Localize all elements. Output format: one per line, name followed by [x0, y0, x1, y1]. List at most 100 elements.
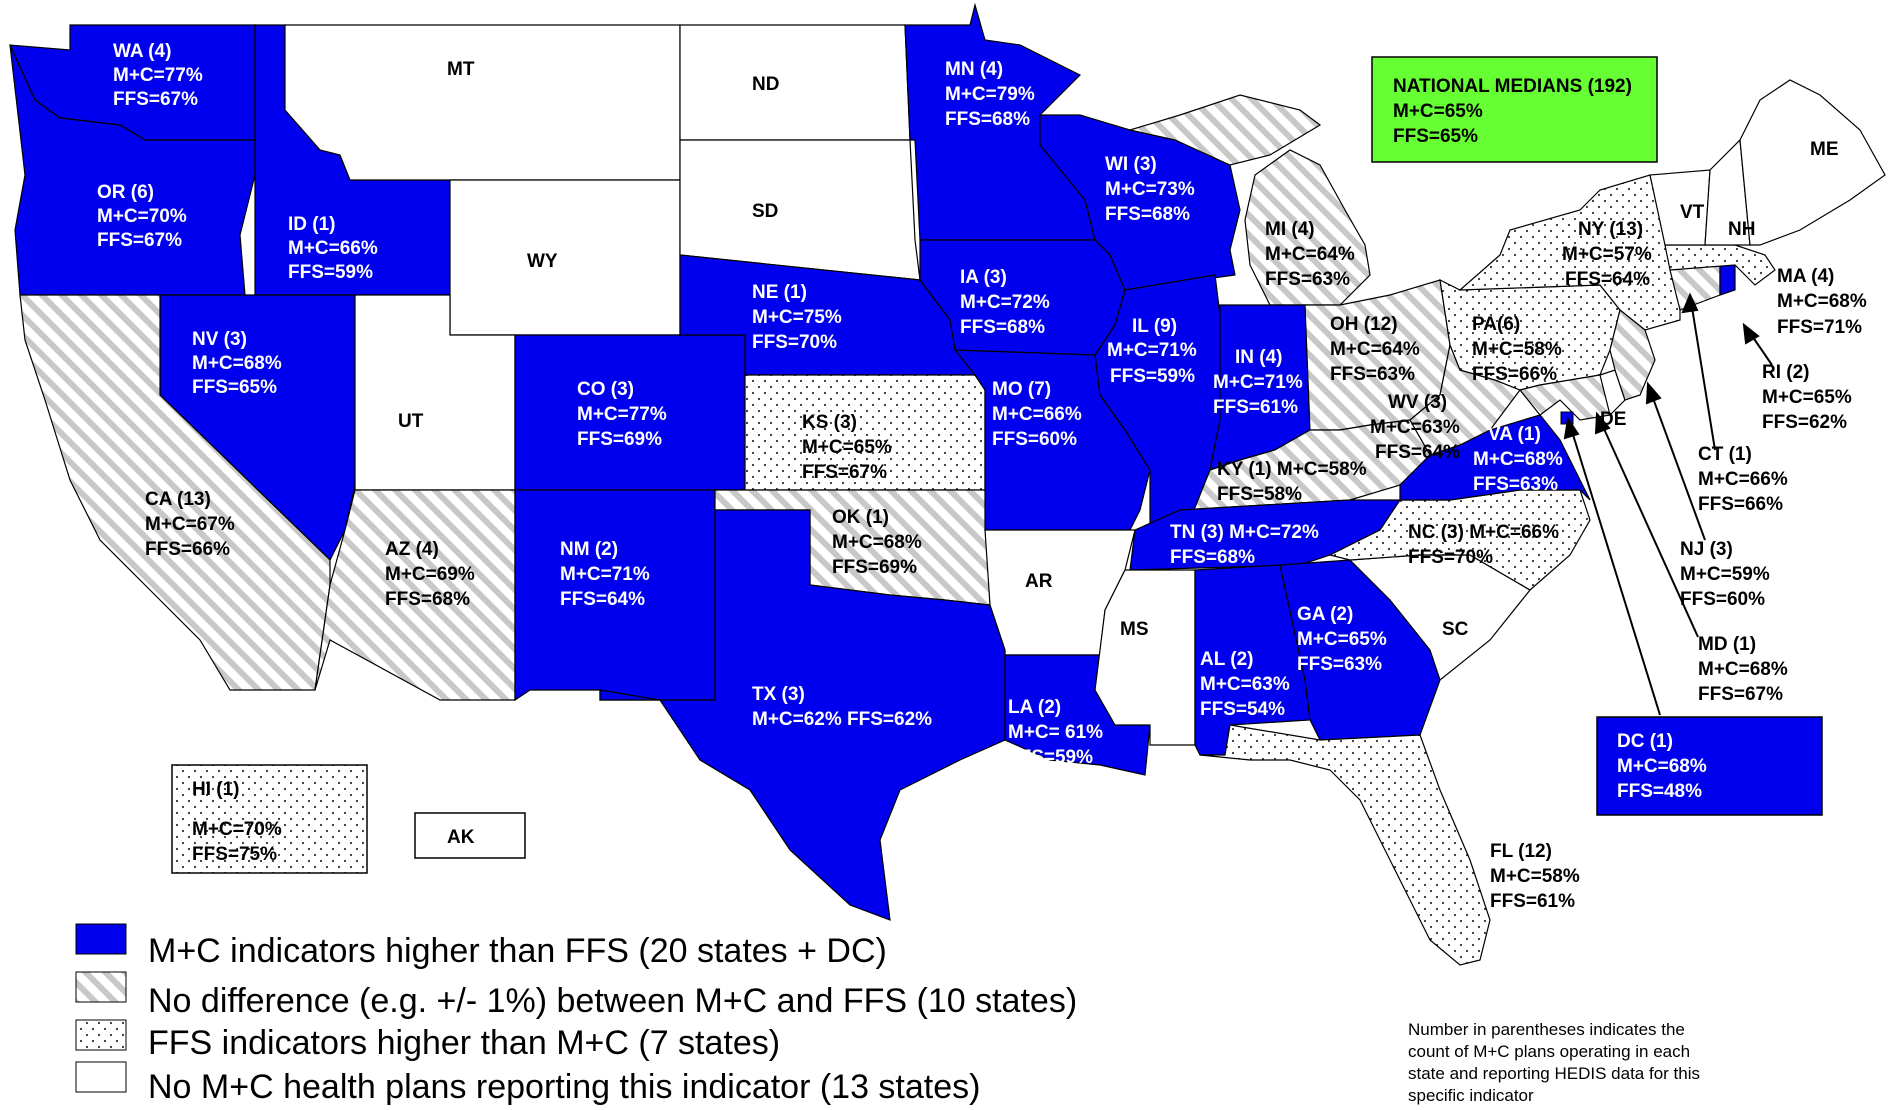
legend-higher-ffs: FFS indicators higher than M+C (7 states…	[148, 1024, 780, 1062]
label-GA-ffs: FFS=63%	[1297, 654, 1382, 675]
national-title: NATIONAL MEDIANS (192)	[1393, 76, 1632, 97]
national-medians-box: NATIONAL MEDIANS (192) M+C=65% FFS=65%	[1371, 56, 1658, 163]
label-NC-name: NC (3) M+C=66%	[1408, 522, 1559, 543]
label-KS-mc: M+C=65%	[802, 437, 892, 458]
legend-swatch-higher-ffs	[75, 1019, 127, 1051]
label-PA-ffs: FFS=66%	[1472, 364, 1557, 385]
label-CO-mc: M+C=77%	[577, 404, 667, 425]
label-IN-name: IN (4)	[1235, 347, 1283, 368]
label-AL-ffs: FFS=54%	[1200, 699, 1285, 720]
dc-box: DC (1) M+C=68% FFS=48%	[1596, 716, 1823, 816]
state-TX	[599, 509, 1006, 921]
label-MO-name: MO (7)	[992, 379, 1051, 400]
label-WY: WY	[527, 251, 558, 272]
label-KS-name: KS (3)	[802, 412, 857, 433]
state-ME	[1739, 79, 1886, 246]
label-NM-mc: M+C=71%	[560, 564, 650, 585]
dc-name: DC (1)	[1617, 731, 1673, 752]
label-MA-name: MA (4)	[1777, 266, 1834, 287]
state-MI	[1244, 149, 1371, 306]
label-MT: MT	[447, 59, 475, 80]
label-KS-ffs: FFS=67%	[802, 462, 887, 483]
label-SC: SC	[1442, 619, 1469, 640]
label-AR: AR	[1025, 571, 1053, 592]
state-MT	[284, 24, 681, 181]
state-labels: WA (4) M+C=77% FFS=67% OR (6) M+C=70% FF…	[97, 41, 1867, 912]
state-CA	[19, 294, 331, 691]
label-FL-ffs: FFS=61%	[1490, 891, 1575, 912]
label-TX-line: M+C=62% FFS=62%	[752, 709, 932, 730]
label-IL-ffs: FFS=59%	[1110, 366, 1195, 387]
label-ID-name: ID (1)	[288, 214, 336, 235]
label-NJ-ffs: FFS=60%	[1680, 589, 1765, 610]
legend: M+C indicators higher than FFS (20 state…	[75, 923, 1077, 1106]
legend-no-plans: No M+C health plans reporting this indic…	[148, 1068, 980, 1106]
national-mc: M+C=65%	[1393, 101, 1483, 122]
state-NJ	[1609, 308, 1656, 401]
label-NV-mc: M+C=68%	[192, 353, 282, 374]
label-OK-mc: M+C=68%	[832, 532, 922, 553]
label-AZ-ffs: FFS=68%	[385, 589, 470, 610]
label-WV-name: WV (3)	[1388, 392, 1447, 413]
label-MI-ffs: FFS=63%	[1265, 269, 1350, 290]
dc-ffs: FFS=48%	[1617, 781, 1702, 802]
leader-arrows	[1563, 292, 1773, 716]
label-OK-name: OK (1)	[832, 507, 889, 528]
label-NM-name: NM (2)	[560, 539, 618, 560]
label-IA-ffs: FFS=68%	[960, 317, 1045, 338]
label-RI-ffs: FFS=62%	[1762, 412, 1847, 433]
state-RI	[1719, 264, 1736, 296]
label-MS: MS	[1120, 619, 1149, 640]
label-NH: NH	[1728, 219, 1755, 240]
label-MI-mc: M+C=64%	[1265, 244, 1355, 265]
label-WA-name: WA (4)	[113, 41, 171, 62]
label-CT-name: CT (1)	[1698, 444, 1752, 465]
label-OK-ffs: FFS=69%	[832, 557, 917, 578]
label-NC-ffs: FFS=70%	[1408, 547, 1493, 568]
label-RI-name: RI (2)	[1762, 362, 1810, 383]
label-NJ-mc: M+C=59%	[1680, 564, 1770, 585]
label-NE-ffs: FFS=70%	[752, 332, 837, 353]
label-OH-mc: M+C=64%	[1330, 339, 1420, 360]
label-OR-name: OR (6)	[97, 182, 154, 203]
label-MA-ffs: FFS=71%	[1777, 317, 1862, 338]
label-KY-name: KY (1) M+C=58%	[1217, 459, 1367, 480]
label-GA-name: GA (2)	[1297, 604, 1353, 625]
label-NV-name: NV (3)	[192, 329, 247, 350]
label-MI-name: MI (4)	[1265, 219, 1315, 240]
label-NY-name: NY (13)	[1578, 219, 1643, 240]
label-AL-name: AL (2)	[1200, 649, 1253, 670]
label-OR-ffs: FFS=67%	[97, 230, 182, 251]
label-UT: UT	[398, 411, 424, 432]
label-ID-mc: M+C=66%	[288, 238, 378, 259]
label-WI-ffs: FFS=68%	[1105, 204, 1190, 225]
legend-higher-mc: M+C indicators higher than FFS (20 state…	[148, 932, 887, 970]
label-ME: ME	[1810, 139, 1839, 160]
label-OR-mc: M+C=70%	[97, 206, 187, 227]
label-SD: SD	[752, 201, 778, 222]
legend-swatch-no-difference	[75, 971, 127, 1003]
label-AZ-name: AZ (4)	[385, 539, 439, 560]
label-GA-mc: M+C=65%	[1297, 629, 1387, 650]
label-WA-mc: M+C=77%	[113, 65, 203, 86]
state-SD	[679, 139, 921, 281]
label-NM-ffs: FFS=64%	[560, 589, 645, 610]
label-LA-name: LA (2)	[1008, 697, 1061, 718]
label-MN-name: MN (4)	[945, 59, 1003, 80]
footnote-line-2: count of M+C plans operating in each	[1408, 1042, 1690, 1061]
label-WV-ffs: FFS=64%	[1375, 442, 1460, 463]
label-LA-mc: M+C= 61%	[1008, 722, 1103, 743]
legend-no-difference: No difference (e.g. +/- 1%) between M+C …	[148, 982, 1077, 1020]
label-CO-name: CO (3)	[577, 379, 634, 400]
hi-ffs: FFS=75%	[192, 844, 277, 865]
label-CO-ffs: FFS=69%	[577, 429, 662, 450]
label-ND: ND	[752, 74, 779, 95]
ak-box: AK	[414, 812, 526, 859]
footnote-line-3: state and reporting HEDIS data for this	[1408, 1064, 1700, 1083]
label-NE-mc: M+C=75%	[752, 307, 842, 328]
label-AZ-mc: M+C=69%	[385, 564, 475, 585]
label-CA-mc: M+C=67%	[145, 514, 235, 535]
legend-swatch-higher-mc	[75, 923, 127, 955]
dc-mc: M+C=68%	[1617, 756, 1707, 777]
